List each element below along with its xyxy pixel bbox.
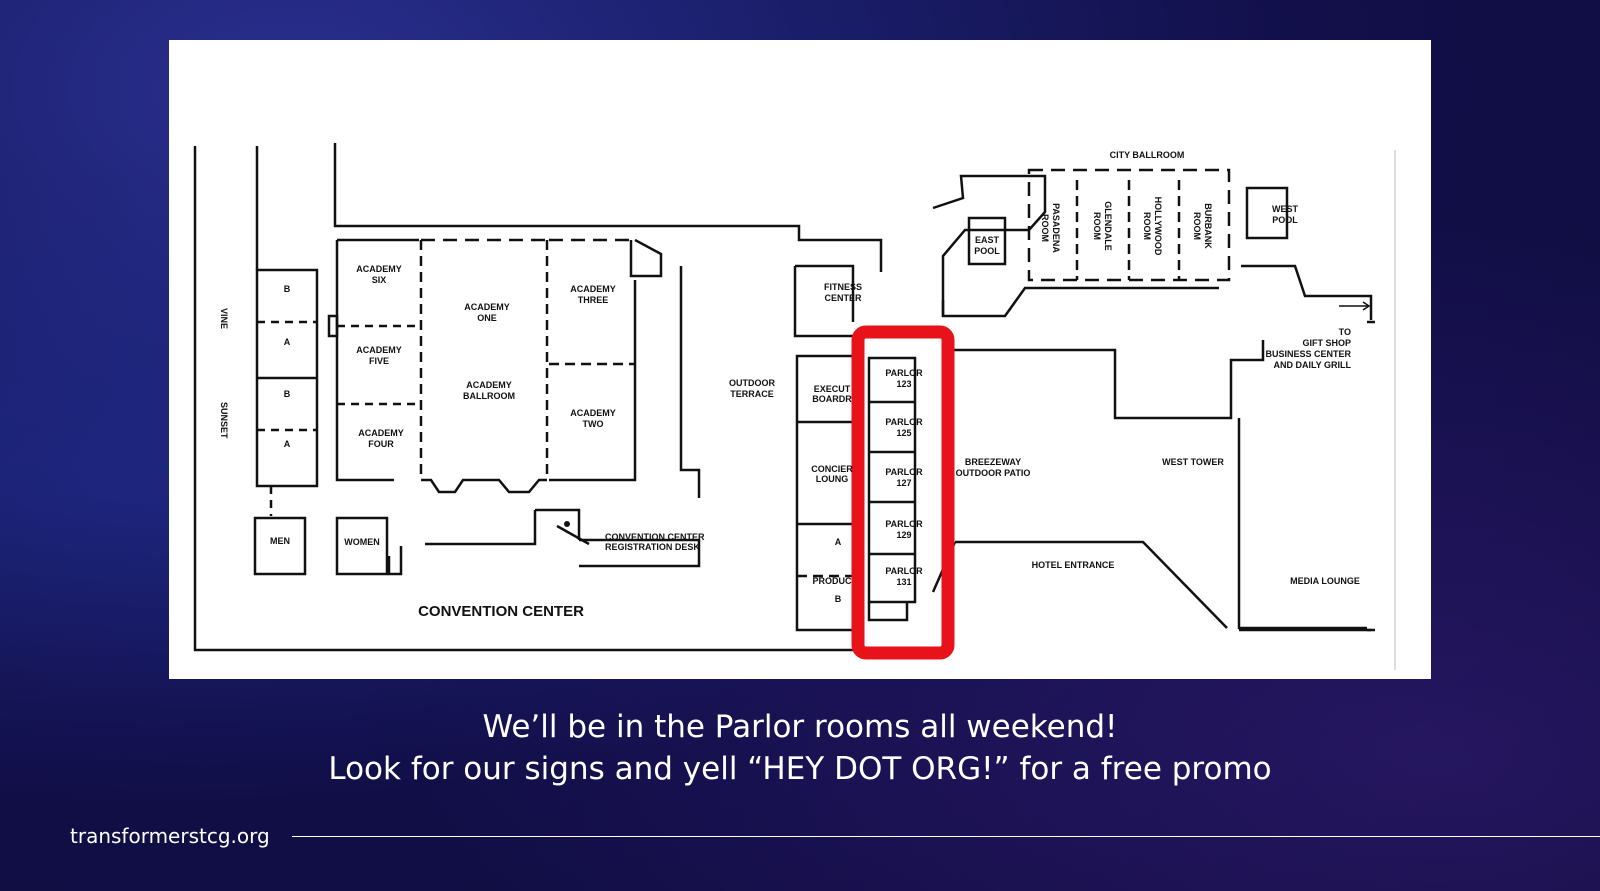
directions-line: AND DAILY GRILL [1273, 360, 1351, 370]
room-label: ACADEMY [466, 380, 512, 390]
room-label: PRODUC [812, 576, 852, 586]
parlor-123-number: 123 [896, 379, 911, 389]
parlor-127-number: 127 [896, 478, 911, 488]
parlor-129-number: 129 [896, 530, 911, 540]
registration-line: CONVENTION CENTER [605, 532, 705, 542]
room-label: A [284, 439, 291, 449]
room-label: ACADEMY [570, 408, 616, 418]
room-label: EXECUT [814, 384, 851, 394]
room-label: B [284, 284, 291, 294]
parlor-131-number: 131 [896, 577, 911, 587]
street-label-sunset: SUNSET [219, 402, 229, 439]
room-label: ROOM [1192, 212, 1202, 240]
room-label: MEN [270, 536, 290, 546]
room-label: WEST TOWER [1162, 457, 1224, 467]
room-label: BREEZEWAY [965, 457, 1021, 467]
room-label: TWO [583, 419, 604, 429]
floor-plan-map: VINE SUNSET B A B A ACADEMY SIX ACADEMY … [169, 40, 1431, 679]
room-label: OUTDOOR PATIO [956, 468, 1031, 478]
floor-plan-svg: VINE SUNSET B A B A ACADEMY SIX ACADEMY … [193, 143, 1396, 670]
room-label: ACADEMY [570, 284, 616, 294]
room-label: POOL [1272, 215, 1298, 225]
room-label: ONE [477, 313, 497, 323]
room-label: ROOM [1092, 212, 1102, 240]
room-label: WOMEN [344, 537, 380, 547]
footer-website-url[interactable]: transformerstcg.org [70, 824, 270, 848]
city-ballroom-room-labels: PASADENA ROOM GLENDALE ROOM HOLLYWOOD RO… [1040, 197, 1213, 256]
room-label: POOL [974, 246, 1000, 256]
directions-line: TO [1339, 327, 1351, 337]
parlor-125-label: PARLOR [885, 417, 923, 427]
room-label: B [835, 594, 842, 604]
room-label: CITY BALLROOM [1110, 150, 1185, 160]
room-label: ACADEMY [356, 345, 402, 355]
room-label: SIX [372, 275, 387, 285]
room-label: ACADEMY [356, 264, 402, 274]
room-label: MEDIA LOUNGE [1290, 576, 1360, 586]
convention-center-label: CONVENTION CENTER [418, 603, 584, 620]
directions-line: BUSINESS CENTER [1265, 349, 1351, 359]
room-label: BOARDR [812, 394, 852, 404]
room-label: ROOM [1040, 214, 1050, 242]
directions-line: GIFT SHOP [1302, 338, 1351, 348]
directions-text: TO GIFT SHOP BUSINESS CENTER AND DAILY G… [1265, 327, 1351, 370]
room-label: ACADEMY [464, 302, 510, 312]
room-label: HOLLYWOOD [1153, 197, 1163, 256]
footer-divider [292, 836, 1600, 837]
room-label: ROOM [1142, 212, 1152, 240]
street-label-vine: VINE [219, 308, 229, 329]
room-labels: B A B A ACADEMY SIX ACADEMY FIVE ACADEMY… [270, 150, 1360, 604]
room-label: GLENDALE [1103, 201, 1113, 251]
room-label: EAST [975, 235, 1000, 245]
room-label: THREE [578, 295, 609, 305]
room-label: A [835, 537, 842, 547]
room-label: B [284, 389, 291, 399]
room-label: ACADEMY [358, 428, 404, 438]
parlor-127-label: PARLOR [885, 467, 923, 477]
room-label: FOUR [368, 439, 394, 449]
room-label: HOTEL ENTRANCE [1032, 560, 1115, 570]
parlor-highlight-box [851, 325, 955, 660]
room-label: BURBANK [1203, 203, 1213, 249]
floor-plan-walls [193, 143, 1396, 670]
parlor-129-label: PARLOR [885, 519, 923, 529]
room-label: OUTDOOR [729, 378, 775, 388]
parlor-125-number: 125 [896, 428, 911, 438]
registration-desk-label: CONVENTION CENTER REGISTRATION DESK [564, 521, 705, 552]
parlor-131-label: PARLOR [885, 566, 923, 576]
room-label: BALLROOM [463, 391, 515, 401]
room-label: A [284, 337, 291, 347]
room-label: FIVE [369, 356, 389, 366]
room-label: CENTER [824, 293, 862, 303]
room-label: TERRACE [730, 389, 774, 399]
room-label: FITNESS [824, 282, 862, 292]
room-label: CONCIER [811, 464, 853, 474]
parlor-123-label: PARLOR [885, 368, 923, 378]
registration-line: REGISTRATION DESK [605, 542, 700, 552]
room-label: PASADENA [1051, 203, 1061, 253]
room-label: LOUNG [816, 474, 849, 484]
caption-line-2: Look for our signs and yell “HEY DOT ORG… [328, 751, 1272, 787]
caption-line-1: We’ll be in the Parlor rooms all weekend… [482, 709, 1118, 745]
registration-marker-icon [564, 521, 570, 527]
room-label: WEST [1272, 204, 1299, 214]
